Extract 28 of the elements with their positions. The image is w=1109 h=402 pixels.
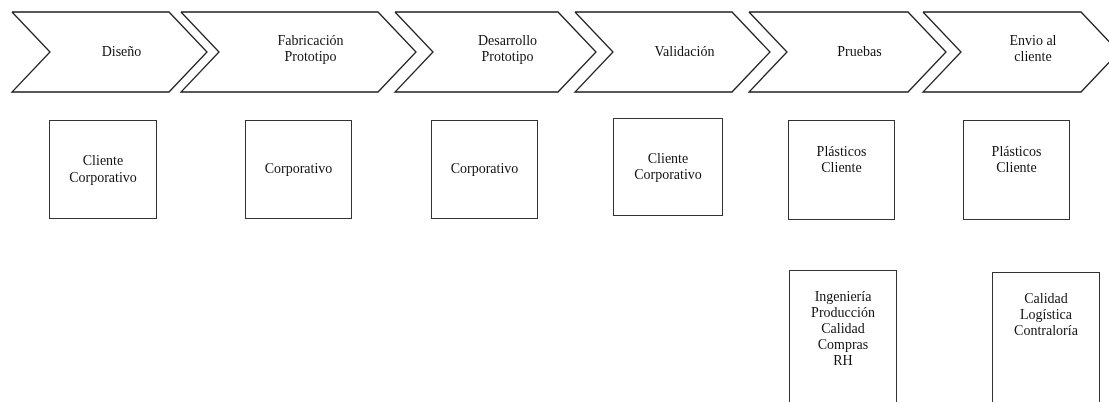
department-label: Plásticos Cliente	[990, 143, 1043, 177]
stage-label: Envio al cliente	[1008, 32, 1058, 66]
process-box	[49, 120, 157, 219]
department-label: Cliente Corporativo	[633, 150, 703, 184]
department-label: Corporativo	[449, 161, 520, 178]
department-label: Ingeniería Producción Calidad Compras RH	[810, 289, 876, 370]
process-box	[789, 270, 897, 402]
stage-banner	[575, 12, 770, 92]
department-label: Plásticos Cliente	[815, 143, 868, 177]
process-box	[613, 118, 723, 216]
stage-label: Desarrollo Prototipo	[476, 32, 539, 66]
process-box	[788, 120, 895, 220]
stage-label: Validación	[653, 43, 716, 61]
process-box	[963, 120, 1070, 220]
stage-label: Fabricación Prototipo	[276, 32, 345, 66]
department-label: Cliente Corporativo	[68, 153, 138, 186]
department-label: Corporativo	[263, 161, 334, 178]
stage-banner	[923, 12, 1109, 92]
stage-banner	[749, 12, 946, 92]
stage-label: Pruebas	[836, 43, 883, 61]
stage-banner	[12, 12, 207, 92]
process-box	[431, 120, 538, 219]
process-box	[245, 120, 352, 219]
process-box	[992, 272, 1100, 402]
stage-label: Diseño	[100, 43, 143, 61]
stage-banner	[181, 12, 416, 92]
stage-banner	[395, 12, 596, 92]
department-label: Calidad Logística Contraloría	[1013, 291, 1079, 340]
